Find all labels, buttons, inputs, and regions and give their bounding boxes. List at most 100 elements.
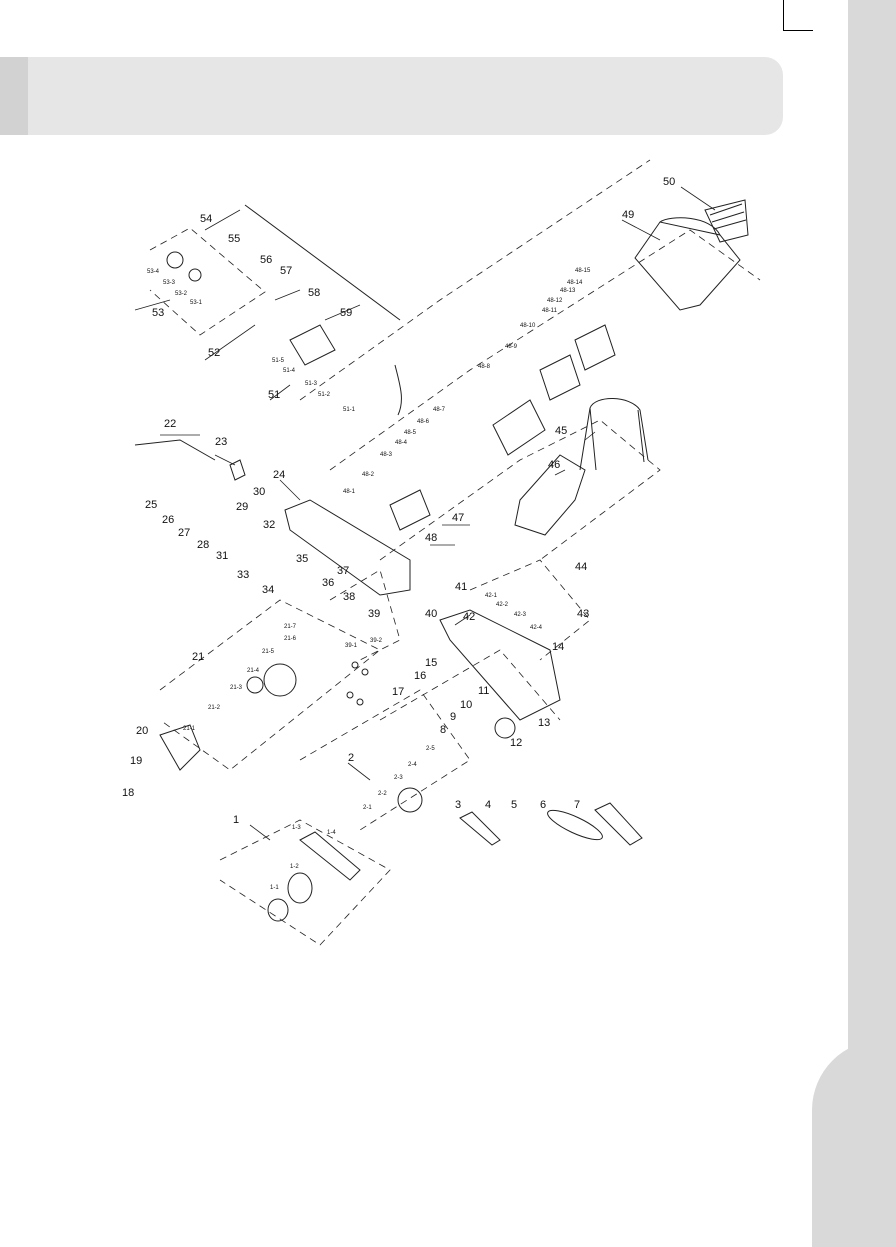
page-tab [812, 1040, 896, 1247]
label-48: 48 [425, 532, 437, 544]
label-58: 58 [308, 287, 320, 299]
label-43: 43 [577, 608, 589, 620]
label-48-9: 48-9 [505, 344, 518, 350]
label-53: 53 [152, 307, 164, 319]
label-48-14: 48-14 [567, 280, 583, 286]
part-1-2-knob [287, 872, 313, 904]
part-24-housing-half [284, 499, 411, 596]
label-3: 3 [455, 799, 461, 811]
part-6-chain [547, 809, 603, 841]
part-50-grille [704, 199, 749, 243]
label-39: 39 [368, 608, 380, 620]
label-5: 5 [511, 799, 517, 811]
group-outlines [149, 159, 761, 946]
part-21-4-gear [246, 676, 264, 694]
header-band [0, 57, 783, 135]
side-strip [848, 0, 896, 1247]
label-53-4: 53-4 [147, 269, 160, 275]
label-19: 19 [130, 755, 142, 767]
label-21-5: 21-5 [262, 649, 275, 655]
part-3-bar [459, 811, 501, 846]
label-12: 12 [510, 737, 522, 749]
crop-mark-vertical [783, 0, 784, 30]
label-39-2: 39-2 [370, 638, 383, 644]
part-48-10-brush-holder [574, 324, 616, 371]
label-48-6: 48-6 [417, 419, 430, 425]
label-48-8: 48-8 [478, 364, 491, 370]
label-18: 18 [122, 787, 134, 799]
part-48-7-armature [492, 399, 546, 456]
label-42: 42 [463, 611, 475, 623]
label-45: 45 [555, 425, 567, 437]
label-21: 21 [192, 651, 204, 663]
label-42-3: 42-3 [514, 612, 527, 618]
label-48-7: 48-7 [433, 407, 446, 413]
label-1-2: 1-2 [290, 864, 299, 870]
label-15: 15 [425, 657, 437, 669]
part-48-9-stator [539, 354, 581, 401]
label-17: 17 [392, 686, 404, 698]
label-32: 32 [263, 519, 275, 531]
callout-labels: 50 49 48-15 48-14 48-13 48-12 48-11 48-1… [122, 176, 675, 891]
label-48-15: 48-15 [575, 268, 591, 274]
part-7-bar [594, 802, 643, 846]
label-21-7: 21-7 [284, 624, 297, 630]
label-8: 8 [440, 724, 446, 736]
label-30: 30 [253, 486, 265, 498]
label-22: 22 [164, 418, 176, 430]
label-42-4: 42-4 [530, 625, 543, 631]
part-46-grip [514, 454, 586, 536]
label-37: 37 [337, 565, 349, 577]
label-51-3: 51-3 [305, 381, 318, 387]
label-51-4: 51-4 [283, 368, 296, 374]
label-2-4: 2-4 [408, 762, 417, 768]
label-56: 56 [260, 254, 272, 266]
label-20: 20 [136, 725, 148, 737]
label-44: 44 [575, 561, 587, 573]
part-1-1-cap [267, 898, 289, 922]
label-48-12: 48-12 [547, 298, 563, 304]
label-21-3: 21-3 [230, 685, 243, 691]
label-49: 49 [622, 209, 634, 221]
label-4: 4 [485, 799, 491, 811]
label-48-4: 48-4 [395, 440, 408, 446]
label-48-2: 48-2 [362, 472, 375, 478]
label-21-6: 21-6 [284, 636, 297, 642]
label-13: 13 [538, 717, 550, 729]
label-6: 6 [540, 799, 546, 811]
label-51-5: 51-5 [272, 358, 285, 364]
label-55: 55 [228, 233, 240, 245]
label-2-5: 2-5 [426, 746, 435, 752]
label-57: 57 [280, 265, 292, 277]
label-7: 7 [574, 799, 580, 811]
leader-lines [134, 186, 716, 841]
label-48-1: 48-1 [343, 489, 356, 495]
label-26: 26 [162, 514, 174, 526]
part-drawings [134, 199, 749, 922]
label-51-1: 51-1 [343, 407, 356, 413]
label-29: 29 [236, 501, 248, 513]
label-48-5: 48-5 [404, 430, 417, 436]
label-23: 23 [215, 436, 227, 448]
label-48-13: 48-13 [560, 288, 576, 294]
part-20-lever [159, 724, 201, 771]
label-52: 52 [208, 347, 220, 359]
label-27: 27 [178, 527, 190, 539]
label-48-3: 48-3 [380, 452, 393, 458]
label-36: 36 [322, 577, 334, 589]
label-9: 9 [450, 711, 456, 723]
label-21-1: 21-1 [183, 726, 196, 732]
part-51-pump [289, 324, 336, 366]
label-14: 14 [552, 641, 564, 653]
part-42-housing-half [439, 609, 561, 721]
part-53-4-cap [166, 251, 184, 269]
label-47: 47 [452, 512, 464, 524]
label-2-2: 2-2 [378, 791, 387, 797]
label-16: 16 [414, 670, 426, 682]
label-54: 54 [200, 213, 212, 225]
label-1-1: 1-1 [270, 885, 279, 891]
part-23-strain-relief [229, 459, 246, 481]
label-48-11: 48-11 [542, 308, 558, 314]
label-10: 10 [460, 699, 472, 711]
